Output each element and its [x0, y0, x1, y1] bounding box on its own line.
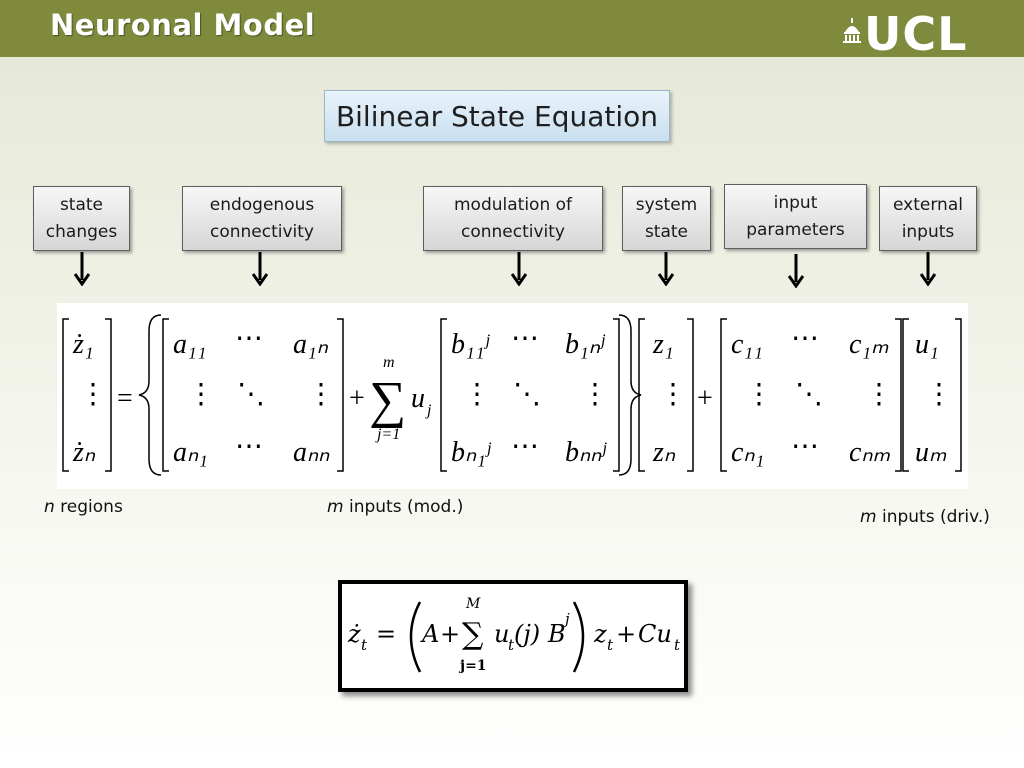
down-arrow-icon: [658, 252, 674, 286]
down-arrow-icon: [788, 254, 804, 288]
b-n1: bₙ₁ʲ: [451, 437, 492, 468]
b-hdots-bottom: ⋯: [511, 431, 539, 462]
formula-z: z: [593, 620, 607, 648]
b-hdots: ⋯: [511, 323, 539, 354]
subtitle-box: Bilinear State Equation: [324, 90, 670, 142]
c-1m: c₁ₘ: [849, 329, 889, 360]
formula-u2-sub: t: [674, 636, 681, 654]
c-ddots: ⋱: [795, 379, 823, 410]
formula-sigma: ∑: [462, 617, 484, 652]
subtitle: Bilinear State Equation: [335, 99, 659, 133]
plus-sign-2: +: [697, 383, 713, 414]
z-1: z₁: [652, 329, 674, 360]
u-j: u: [411, 383, 425, 414]
label-endogenous-connectivity: endogenous connectivity: [182, 186, 342, 251]
formula-C: Cu: [638, 620, 672, 648]
formula-sum-upper: M: [465, 596, 481, 612]
right-paren: [572, 601, 585, 673]
b-vdots-right: ⋮: [581, 379, 609, 410]
b-nn: bₙₙʲ: [565, 437, 607, 468]
b-11: b₁₁ʲ: [451, 329, 490, 360]
a-11: a₁₁: [173, 329, 206, 360]
a-vdots-right: ⋮: [307, 379, 335, 410]
b-ddots: ⋱: [513, 379, 541, 410]
dome-icon: [843, 18, 861, 43]
formula-sum-lower: j=1: [458, 658, 487, 674]
c-hdots: ⋯: [791, 323, 819, 354]
title-bar: Neuronal Model UCL: [0, 0, 1024, 60]
formula-j-arg: (j): [514, 620, 540, 648]
formula-B-sup: j: [562, 610, 570, 628]
c-vdots-right: ⋮: [865, 379, 893, 410]
label-state-changes: state changes: [33, 186, 130, 251]
z-vdots: ⋮: [659, 379, 687, 410]
a-hdots-bottom: ⋯: [235, 431, 263, 462]
formula-u-sub: t: [508, 636, 515, 654]
ucl-logo: UCL: [842, 8, 992, 60]
a-hdots: ⋯: [235, 323, 263, 354]
b-vdots-left: ⋮: [463, 379, 491, 410]
z-dot-vdots: ⋮: [79, 379, 107, 410]
formula-A: A: [420, 620, 439, 648]
u-j-sub: j: [425, 402, 432, 419]
a-nn: aₙₙ: [293, 437, 330, 468]
equals-sign: =: [117, 383, 133, 414]
down-arrow-icon: [74, 252, 90, 286]
a-1n: a₁ₙ: [293, 329, 329, 360]
z-n: zₙ: [652, 437, 676, 468]
label-modulation-of-connectivity: modulation of connectivity: [423, 186, 603, 251]
down-arrow-icon: [252, 252, 268, 286]
c-hdots-bottom: ⋯: [791, 431, 819, 462]
c-11: c₁₁: [731, 329, 763, 360]
u-m: uₘ: [915, 437, 947, 468]
down-arrow-icon: [920, 252, 936, 286]
note-m-inputs-mod: m inputs (mod.): [327, 497, 464, 517]
c-nm: cₙₘ: [849, 437, 891, 468]
down-arrow-icon: [511, 252, 527, 286]
a-vdots-left: ⋮: [187, 379, 215, 410]
formula-u: u: [494, 620, 509, 648]
zdot-t-sub: t: [361, 636, 368, 654]
formula-plus-2: +: [616, 620, 636, 648]
bilinear-equation: ż₁ ⋮ żₙ a₁₁ ⋯ a₁ₙ ⋮ ⋱ ⋮ aₙ₁ ⋯ aₙₙ + m ∑ …: [57, 303, 968, 489]
note-n-regions: n regions: [44, 497, 123, 517]
z-dot-n: żₙ: [72, 437, 96, 468]
compact-formula: ż t = A + M ∑ j=1 u t (j) B j z t + Cu t: [338, 580, 688, 692]
a-n1: aₙ₁: [173, 437, 208, 468]
zdot-t: ż: [347, 620, 361, 648]
formula-plus-1: +: [440, 620, 460, 648]
formula-B: B: [547, 620, 566, 648]
label-input-parameters: input parameters: [724, 184, 867, 249]
formula-z-sub: t: [607, 636, 614, 654]
sum-upper: m: [383, 354, 395, 371]
c-vdots-left: ⋮: [745, 379, 773, 410]
label-system-state: system state: [622, 186, 711, 251]
logo-text: UCL: [864, 7, 968, 61]
label-external-inputs: external inputs: [879, 186, 977, 251]
sum-sigma: ∑: [369, 372, 406, 429]
note-m-inputs-driv: m inputs (driv.): [860, 507, 990, 527]
u-vdots: ⋮: [925, 379, 953, 410]
plus-sign: +: [349, 383, 365, 414]
left-paren: [409, 601, 422, 673]
c-n1: cₙ₁: [731, 437, 764, 468]
a-ddots: ⋱: [237, 379, 265, 410]
u-1: u₁: [915, 329, 939, 360]
sum-lower: j=1: [375, 426, 400, 443]
slide-title: Neuronal Model: [50, 8, 316, 42]
b-1n: b₁ₙʲ: [565, 329, 606, 360]
formula-equals: =: [376, 620, 396, 648]
z-dot-1: ż₁: [72, 329, 94, 360]
